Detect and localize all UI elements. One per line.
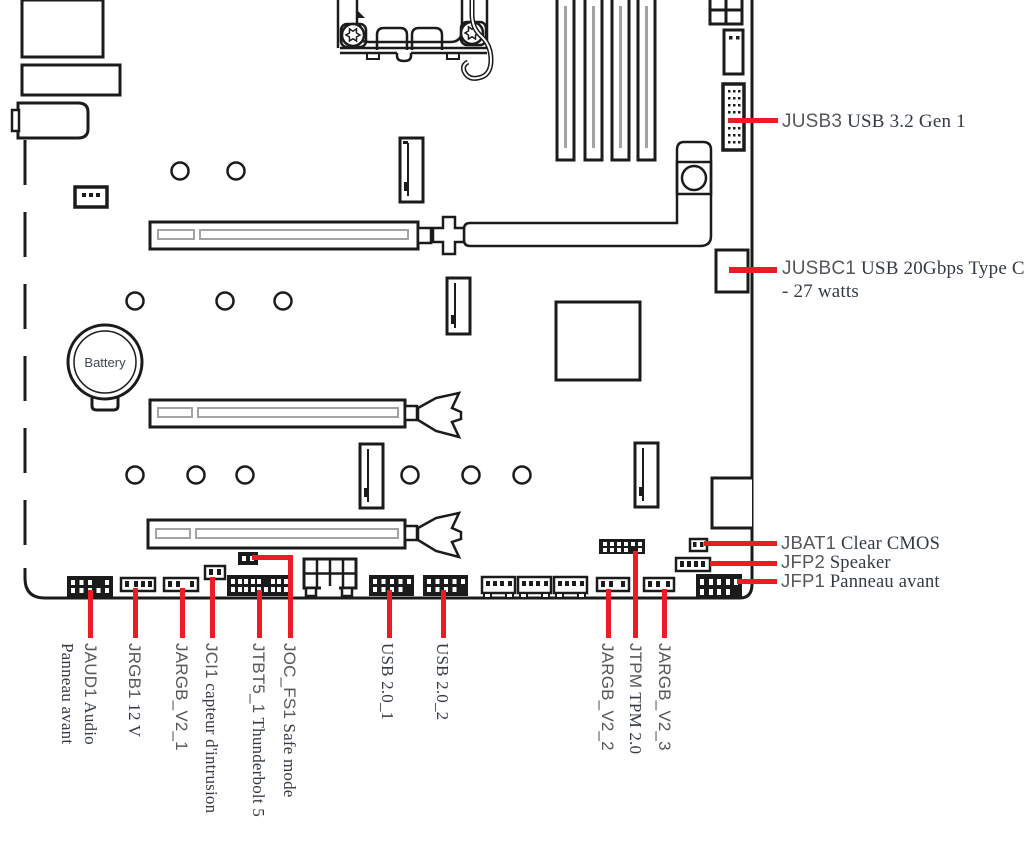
label-usb2-0-1: USB 2.0_1: [376, 643, 399, 720]
chipset: [554, 300, 642, 382]
connector-name: USB 2.0_1: [378, 643, 397, 721]
jfp2-connector: [674, 556, 712, 573]
pcie-slot-3: [146, 511, 463, 559]
fan-header-1: [480, 575, 517, 599]
callout-jargb-v2-2: [606, 589, 611, 638]
label-jusbc1: JUSBC1 USB 20Gbps Type C - 27 watts: [782, 257, 1024, 303]
callout-jbat1: [704, 541, 777, 546]
connector-desc: Panneau avant: [829, 572, 940, 592]
m2-shield-outline: [462, 140, 713, 248]
m2-slots: [358, 136, 660, 510]
jargb-v2-1-connector: [162, 576, 200, 593]
pcie-slot-1: [148, 215, 466, 256]
rear-io-blocks: [10, 0, 122, 140]
torx-screw-icon: [344, 27, 362, 43]
callout-usb2-0-1: [387, 590, 392, 638]
jfp1-connector: [696, 574, 742, 598]
callout-jtpm: [633, 551, 638, 638]
m2-slot-4: [633, 441, 660, 509]
callout-jusbc1: [729, 267, 777, 273]
mounting-holes: [125, 161, 532, 485]
label-usb2-0-2: USB 2.0_2: [431, 643, 454, 720]
callout-jargb-v2-1: [180, 588, 185, 638]
connector-name: JRGB1: [125, 643, 144, 699]
connector-name: JARGB_V2_1: [172, 643, 191, 751]
callout-jfp2: [710, 561, 777, 566]
connector-desc: Speaker: [829, 553, 891, 573]
jargb-v2-3-connector: [642, 576, 676, 593]
m2-slot-2: [445, 276, 472, 336]
jargb-v2-2-connector: [595, 576, 631, 593]
connector-name: USB 2.0_2: [433, 643, 452, 721]
connector-desc: Clear CMOS: [840, 534, 941, 554]
connector-desc: Thunderbolt 5: [249, 717, 268, 817]
callout-jargb-v2-3: [662, 589, 667, 638]
connector-desc: 12 V: [125, 703, 144, 738]
label-jargb-v2-2: JARGB_V2_2: [596, 643, 619, 751]
connector-name: JOC_FS1: [280, 643, 299, 720]
jusb3-connector: [721, 82, 746, 152]
connector-name: JFP1: [781, 570, 825, 591]
connector-name: JUSBC1: [782, 258, 857, 279]
right-edge-block: [710, 476, 752, 530]
battery: [66, 323, 144, 412]
jaud1-connector: [67, 576, 113, 597]
label-jfp1: JFP1 Panneau avant: [781, 571, 940, 592]
connector-desc: USB 3.2 Gen 1: [847, 111, 966, 132]
connector-desc: USB 20Gbps Type C - 27 watts: [782, 258, 1024, 302]
connector-name: JUSB3: [782, 111, 843, 132]
label-jtbt5-1: JTBT5_1 Thunderbolt 5: [247, 643, 270, 817]
connector-name: JTBT5_1: [249, 643, 268, 714]
label-jusb3: JUSB3 USB 3.2 Gen 1: [782, 110, 966, 133]
connector-name: JFP2: [781, 551, 825, 572]
fan-header-2: [516, 575, 553, 599]
label-jfp2: JFP2 Speaker: [781, 552, 891, 573]
connector-desc: Safe mode: [280, 723, 299, 798]
callout-jaud1: [88, 590, 93, 638]
connector-name: JARGB_V2_3: [655, 643, 674, 751]
label-jargb-v2-1: JARGB_V2_1: [170, 643, 193, 751]
connector-desc: TPM 2.0: [626, 692, 645, 755]
cpu-socket: [336, 0, 494, 81]
connector-desc: capteur d'intrusion: [202, 683, 221, 814]
label-joc-fs1: JOC_FS1 Safe mode: [278, 643, 301, 798]
connector-name: JCI1: [202, 643, 221, 679]
connector-name: JAUD1: [81, 643, 100, 698]
callout-jci1: [210, 577, 215, 638]
label-jci1: JCI1 capteur d'intrusion: [200, 643, 223, 813]
callout-joc-fs1-v: [288, 555, 293, 638]
jtbt5-1-connector: [227, 575, 290, 596]
fan-header-topleft: [73, 185, 109, 209]
m2-slot-3: [358, 442, 385, 510]
callout-jtbt5-1: [257, 590, 262, 638]
pcie-slot-2: [148, 391, 463, 439]
callout-lines: [88, 118, 778, 638]
callout-jfp1: [737, 579, 777, 584]
label-jbat1: JBAT1 Clear CMOS: [781, 533, 940, 554]
front-grid-connector: [302, 557, 358, 598]
connector-name: JBAT1: [781, 532, 837, 553]
label-jargb-v2-3: JARGB_V2_3: [653, 643, 676, 751]
battery-label: Battery: [84, 355, 126, 370]
callout-joc-fs1-h: [252, 555, 293, 560]
label-jrgb1: JRGB1 12 V: [123, 643, 146, 737]
connector-name: JTPM: [626, 643, 645, 689]
label-jtpm: JTPM TPM 2.0: [624, 643, 647, 754]
callout-jrgb1: [133, 588, 138, 638]
fan-header-3: [552, 575, 589, 599]
usb2-0-2-connector: [423, 575, 468, 596]
connector-name: JARGB_V2_2: [598, 643, 617, 751]
usb2-0-1-connector: [369, 575, 414, 596]
top-right-connectors: [708, 0, 745, 76]
callout-usb2-0-2: [441, 590, 446, 638]
fan-headers: [480, 575, 589, 599]
label-jaud1: JAUD1 Audio Panneau avant: [56, 643, 102, 761]
m2-slot-1: [398, 136, 425, 204]
jtpm-connector: [599, 539, 645, 554]
callout-jusb3: [728, 118, 778, 123]
dimm-slots: [555, 0, 657, 162]
